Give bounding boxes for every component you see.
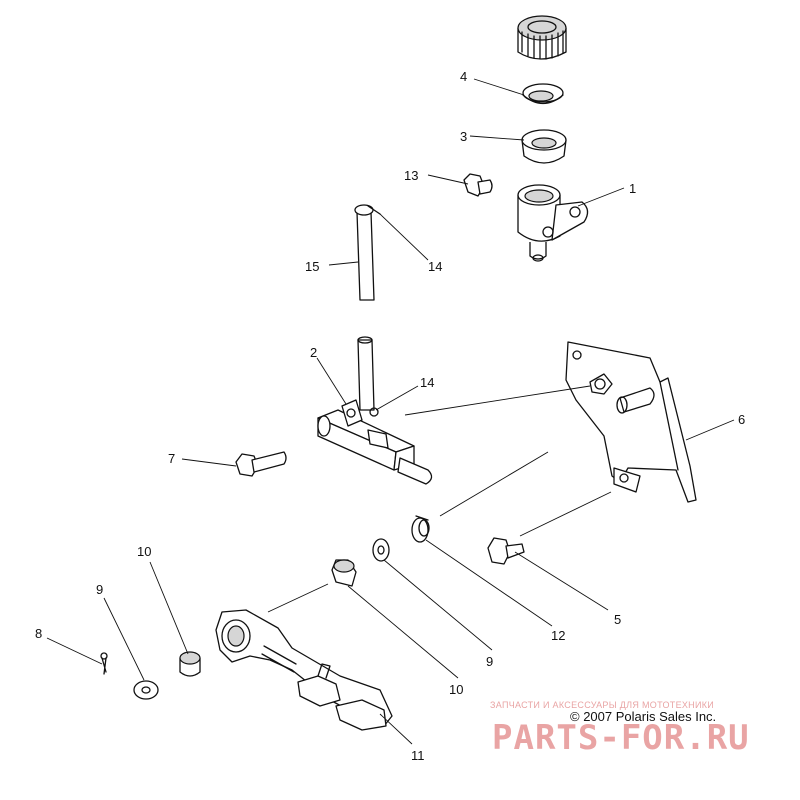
washer-part-9-lower xyxy=(133,680,159,700)
callout-10-upper: 10 xyxy=(449,682,463,697)
bolt-part-7 xyxy=(235,451,287,477)
bolt-part-13 xyxy=(463,173,493,197)
callout-4: 4 xyxy=(460,69,467,84)
pedal-pivot-part-2 xyxy=(317,336,433,485)
seal-part-3 xyxy=(521,129,567,164)
bushing-part-10-upper xyxy=(331,559,357,587)
callout-14-upper: 14 xyxy=(428,259,442,274)
callout-14-lower: 14 xyxy=(420,375,434,390)
leader-lines xyxy=(46,78,735,745)
callout-12: 12 xyxy=(551,628,565,643)
clip-part-12 xyxy=(411,515,430,543)
brake-pedal-part-11 xyxy=(215,609,393,731)
pushrod-part-15 xyxy=(354,204,381,301)
callout-9-upper: 9 xyxy=(486,654,493,669)
reservoir-cap xyxy=(517,15,567,60)
callout-10-lower: 10 xyxy=(137,544,151,559)
diaphragm-part-4 xyxy=(522,83,564,105)
watermark-tagline: ЗАПЧАСТИ И АКСЕССУАРЫ ДЛЯ МОТОТЕХНИКИ xyxy=(490,700,715,710)
callouts: 1 2 3 4 5 6 7 8 9 9 10 10 11 12 13 14 14… xyxy=(35,69,745,763)
master-cylinder-part-1 xyxy=(517,184,589,262)
callout-9-lower: 9 xyxy=(96,582,103,597)
callout-11: 11 xyxy=(411,748,425,763)
callout-15: 15 xyxy=(305,259,319,274)
screw-part-5 xyxy=(487,537,525,565)
cotter-pin-part-8 xyxy=(100,652,108,675)
callout-13: 13 xyxy=(404,168,418,183)
callout-5: 5 xyxy=(614,612,621,627)
callout-1: 1 xyxy=(629,181,636,196)
washer-part-9-upper xyxy=(372,538,390,562)
copyright-notice: © 2007 Polaris Sales Inc. xyxy=(570,709,717,724)
callout-7: 7 xyxy=(168,451,175,466)
bushing-part-10-lower xyxy=(179,651,201,677)
watermark-brand: PARTS-FOR.RU xyxy=(492,718,750,758)
bracket-part-6 xyxy=(565,341,697,503)
callout-2: 2 xyxy=(310,345,317,360)
callout-8: 8 xyxy=(35,626,42,641)
callout-3: 3 xyxy=(460,129,467,144)
callout-6: 6 xyxy=(738,412,745,427)
